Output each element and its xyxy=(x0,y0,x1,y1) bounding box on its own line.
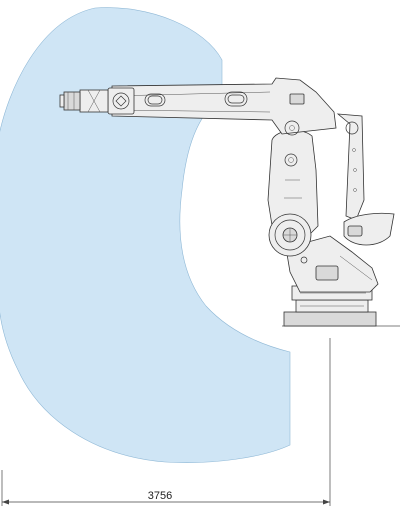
robot-counterbalance xyxy=(343,212,395,246)
work-envelope-area xyxy=(0,7,291,463)
robot-rotating-base xyxy=(285,235,379,293)
dimension-arrow-right xyxy=(323,499,330,505)
reach-dimension: 3756 xyxy=(1,338,331,506)
robot-arm-windows xyxy=(144,91,248,107)
robot-upper-arm xyxy=(111,77,337,136)
reach-dimension-label: 3756 xyxy=(148,490,172,502)
robot-wrist xyxy=(59,87,135,115)
robot-base xyxy=(283,285,377,327)
robot-parallel-link xyxy=(336,113,365,221)
robot-shoulder-joint xyxy=(268,213,312,257)
dimension-arrow-left xyxy=(2,499,9,505)
